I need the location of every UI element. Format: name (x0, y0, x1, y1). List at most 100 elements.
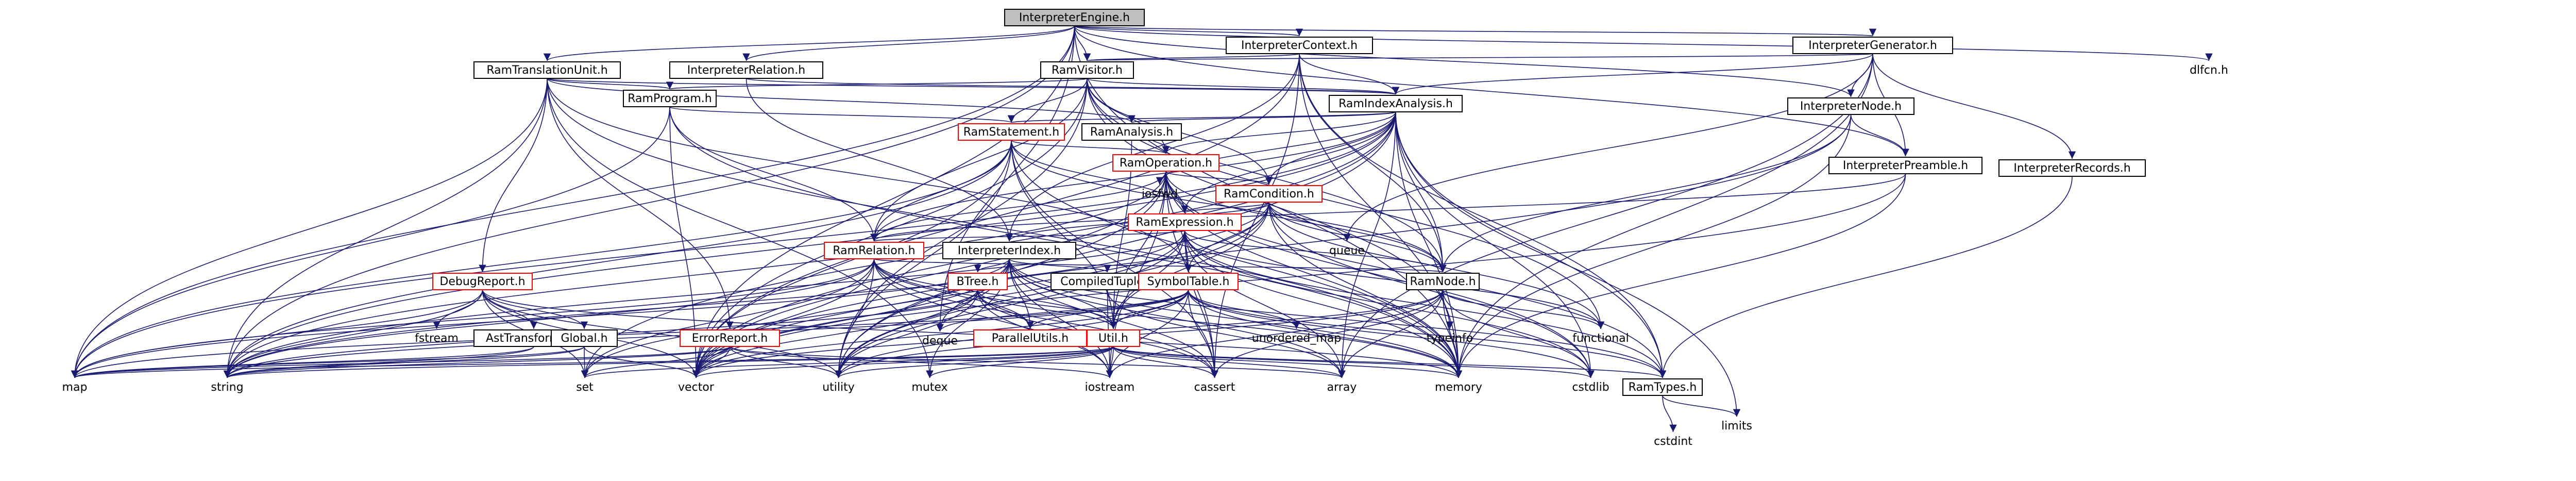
node-ramanalysis-h[interactable]: RamAnalysis.h (1081, 123, 1182, 141)
node-box (1087, 329, 1140, 347)
node-global-h[interactable]: Global.h (551, 329, 618, 347)
node-ramstatement-h[interactable]: RamStatement.h (958, 123, 1065, 141)
node-label: functional (1572, 332, 1629, 345)
edge-interpreterrelation-h-to-ramindexanalysis-h (745, 78, 1399, 95)
edge-debugreport-h-to-global-h (482, 289, 588, 329)
edge-ramexpression-h-to-functional (1184, 230, 1605, 329)
node-interpretercontext-h[interactable]: InterpreterContext.h (1226, 37, 1373, 54)
edge-debugreport-h-to-utility (482, 289, 842, 378)
edge-ramoperation-h-to-string (223, 171, 1166, 378)
node-errorreport-h[interactable]: ErrorReport.h (680, 329, 780, 347)
node-ramtypes-h[interactable]: RamTypes.h (1622, 378, 1703, 396)
node-debugreport-h[interactable]: DebugReport.h (432, 273, 533, 290)
edge-util-h-to-string (224, 346, 1114, 378)
node-box (432, 273, 533, 290)
edge-ramindexanalysis-h-to-cstdlib (1395, 111, 1595, 378)
node-label: vector (678, 381, 715, 394)
node-label: InterpreterNode.h (1800, 100, 1902, 113)
node-label: string (211, 381, 243, 394)
edge-ramindexanalysis-h-to-ramrelation-h (870, 111, 1396, 242)
edge-ramcondition-h-to-string (223, 202, 1269, 378)
node-set: set (576, 381, 594, 394)
edge-util-h-to-utility (835, 346, 1114, 378)
edge-errorreport-h-to-utility (729, 346, 842, 378)
edge-interpretergenerator-h-to-ramvisitor-h (1085, 53, 1873, 61)
node-ramprogram-h[interactable]: RamProgram.h (623, 90, 717, 107)
edge-interpretergenerator-h-to-ramindexanalysis-h (1392, 53, 1873, 95)
node-queue: queue (1329, 244, 1365, 257)
node-ramvisitor-h[interactable]: RamVisitor.h (1040, 61, 1134, 79)
edge-ramanalysis-h-to-util-h (1109, 140, 1132, 329)
node-box (1329, 95, 1463, 112)
node-box (1998, 159, 2146, 177)
node-label: utility (822, 381, 855, 394)
edge-util-h-to-cassert (1113, 346, 1218, 378)
node-ramrelation-h[interactable]: RamRelation.h (824, 242, 924, 259)
node-ramnode-h[interactable]: RamNode.h (1406, 273, 1480, 290)
node-btree-h[interactable]: BTree.h (947, 273, 1008, 290)
node-ramexpression-h[interactable]: RamExpression.h (1128, 213, 1242, 231)
edge-ramrelation-h-to-parallelutils-h (873, 258, 1034, 329)
edge-ramstatement-h-to-ramexpression-h (1011, 140, 1189, 213)
node-ramoperation-h[interactable]: RamOperation.h (1112, 154, 1219, 172)
edge-ramcondition-h-to-ramrelation-h (870, 202, 1269, 242)
node-box (1622, 378, 1703, 396)
edge-ramtranslationunit-h-to-memory (547, 78, 1463, 378)
node-interpreterengine-h[interactable]: InterpreterEngine.h (1004, 9, 1145, 26)
edge-interpreterengine-h-to-interpreterrelation-h (742, 25, 1075, 61)
edge-ramnode-h-to-iostream (1106, 289, 1444, 378)
edge-ramnode-h-to-cassert (1211, 289, 1444, 378)
node-parallelutils-h[interactable]: ParallelUtils.h (973, 329, 1087, 347)
edge-symboltable-h-to-cassert (1188, 289, 1218, 378)
edge-interpreterengine-h-to-vector (692, 25, 1075, 378)
edge-util-h-to-mutex (926, 346, 1114, 378)
node-ramcondition-h[interactable]: RamCondition.h (1215, 185, 1323, 203)
edge-ramindexanalysis-h-to-ramcondition-h (1265, 111, 1396, 185)
node-ramindexanalysis-h[interactable]: RamIndexAnalysis.h (1329, 95, 1463, 112)
node-box (680, 329, 780, 347)
node-array: array (1327, 381, 1357, 394)
node-box (1226, 37, 1373, 54)
node-box (669, 61, 823, 79)
node-interpreterpreamble-h[interactable]: InterpreterPreamble.h (1828, 157, 1982, 174)
node-interpretergenerator-h[interactable]: InterpreterGenerator.h (1792, 37, 1953, 54)
node-functional: functional (1572, 332, 1629, 345)
edge-ramvisitor-h-to-ramindexanalysis-h (1087, 78, 1399, 95)
node-cstdint: cstdint (1654, 435, 1692, 448)
edge-ramexpression-h-to-array (1184, 230, 1346, 378)
node-string: string (211, 381, 243, 394)
edge-ramprogram-h-to-ramrelation-h (669, 106, 878, 242)
node-interpreterrelation-h[interactable]: InterpreterRelation.h (669, 61, 823, 79)
edge-interpreterrecords-h-to-ramtypes-h (1658, 176, 2073, 378)
edge-symboltable-h-to-memory (1188, 289, 1463, 378)
edge-ramoperation-h-to-ramnode-h (1165, 171, 1447, 273)
edge-ramstatement-h-to-string (223, 140, 1012, 378)
edge-ramnode-h-to-utility (835, 289, 1444, 378)
edge-interpreternode-h-to-vector (692, 114, 1852, 378)
node-symboltable-h[interactable]: SymbolTable.h (1138, 273, 1239, 290)
node-label: InterpreterContext.h (1241, 39, 1358, 52)
node-ramtranslationunit-h[interactable]: RamTranslationUnit.h (473, 61, 621, 79)
edge-ramvisitor-h-to-utility (835, 78, 1088, 378)
edge-interpreterengine-h-to-string (223, 25, 1075, 378)
edge-debugreport-h-to-memory (482, 289, 1462, 378)
node-interpreterindex-h[interactable]: InterpreterIndex.h (942, 242, 1076, 259)
node-util-h[interactable]: Util.h (1087, 329, 1140, 347)
edge-ramexpression-h-to-ramrelation-h (871, 230, 1185, 242)
node-cstdlib: cstdlib (1572, 381, 1609, 394)
node-label: queue (1329, 244, 1365, 257)
node-memory: memory (1435, 381, 1482, 394)
node-box (958, 123, 1065, 141)
node-label: unordered_map (1252, 332, 1341, 345)
node-interpreternode-h[interactable]: InterpreterNode.h (1787, 97, 1914, 115)
edge-interpreterindex-h-to-btree-h (974, 258, 1010, 273)
edge-ramindexanalysis-h-to-limits (1395, 111, 1741, 417)
edge-symboltable-h-to-iostream (1106, 289, 1189, 378)
node-mutex: mutex (911, 381, 947, 394)
node-interpreterrecords-h[interactable]: InterpreterRecords.h (1998, 159, 2146, 177)
edge-ramindexanalysis-h-to-string (223, 111, 1396, 378)
edge-interpreterpreamble-h-to-vector (692, 173, 1906, 378)
edge-interpreterengine-h-to-interpretergenerator-h (1074, 25, 1875, 37)
edge-ramtranslationunit-h-to-errorreport-h (547, 78, 734, 329)
